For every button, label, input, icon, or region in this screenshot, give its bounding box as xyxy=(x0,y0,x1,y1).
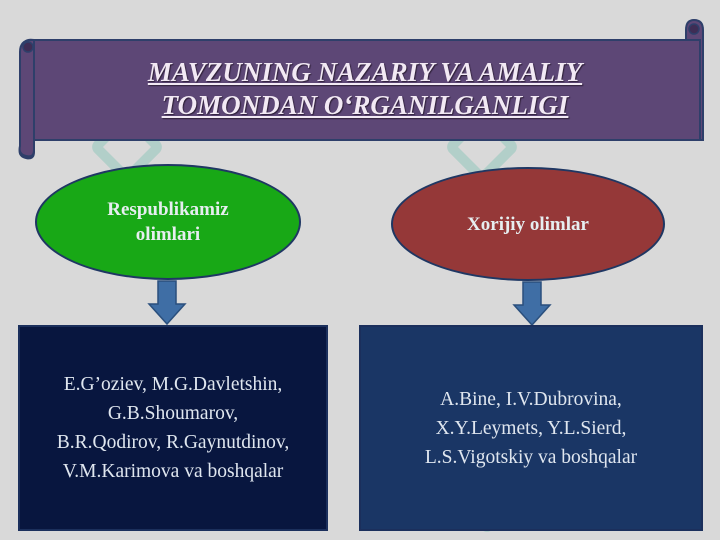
foreign-scholars-list: A.Bine, I.V.Dubrovina, X.Y.Leymets, Y.L.… xyxy=(424,388,638,468)
local-scholars-label: Respublikamiz olimlari xyxy=(107,199,229,245)
local-scholars-oval: Respublikamiz olimlari xyxy=(35,164,301,280)
foreign-scholars-oval: Xorijiy olimlar xyxy=(391,167,665,281)
title-line-1: MAVZUNING NAZARIY VA AMALIY xyxy=(147,57,583,87)
title-line-2: TOMONDAN O‘RGANILGANLIGI xyxy=(161,90,569,120)
local-scholars-box: E.G’oziev, M.G.Davletshin, G.B.Shoumarov… xyxy=(18,325,328,531)
local-scholars-list: E.G’oziev, M.G.Davletshin, G.B.Shoumarov… xyxy=(56,374,290,482)
arrow-down-icon xyxy=(512,281,552,327)
arrow-down-icon xyxy=(147,280,187,326)
page-title: MAVZUNING NAZARIY VA AMALIY TOMONDAN O‘R… xyxy=(60,56,670,122)
foreign-scholars-label: Xorijiy olimlar xyxy=(467,213,589,235)
title-banner-scroll xyxy=(18,18,704,160)
foreign-scholars-box: A.Bine, I.V.Dubrovina, X.Y.Leymets, Y.L.… xyxy=(359,325,703,531)
